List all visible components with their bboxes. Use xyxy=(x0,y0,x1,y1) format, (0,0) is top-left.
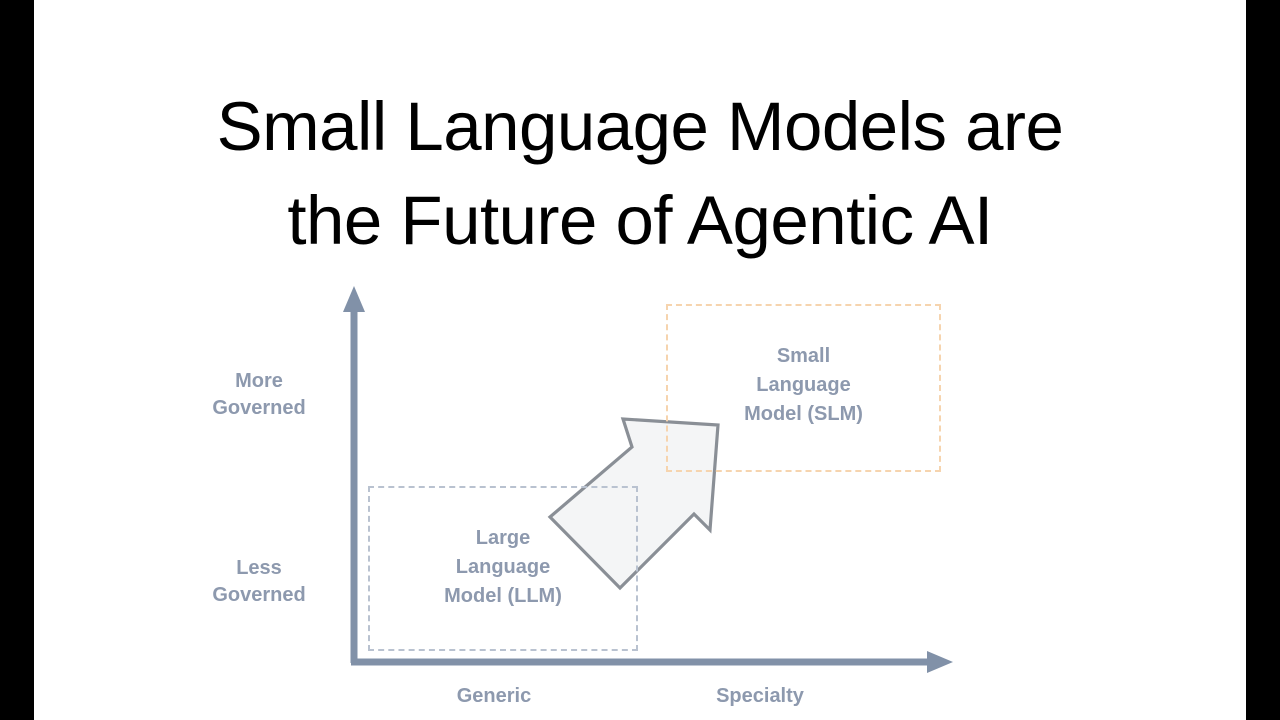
axis-label-specialty: Specialty xyxy=(716,685,804,707)
quadrant-label-llm: Large Language Model (LLM) xyxy=(444,527,562,607)
title-line-2: the Future of Agentic AI xyxy=(287,182,993,259)
title-line-1: Small Language Models are xyxy=(216,88,1064,165)
slide-canvas: Small Language Models are the Future of … xyxy=(34,0,1246,720)
quadrant-diagram: More Governed Less Governed Generic Spec… xyxy=(34,0,1246,720)
quadrant-box-slm: Small Language Model (SLM) xyxy=(666,304,941,472)
quadrant-box-llm: Large Language Model (LLM) xyxy=(368,486,638,651)
slide-title: Small Language Models are the Future of … xyxy=(34,80,1246,268)
y-axis-arrow xyxy=(343,286,365,663)
letterbox-bar-right xyxy=(1246,0,1280,720)
quadrant-label-slm: Small Language Model (SLM) xyxy=(744,345,863,425)
x-axis-arrow xyxy=(351,651,953,673)
axis-label-generic: Generic xyxy=(456,685,532,707)
letterbox-bar-left xyxy=(0,0,34,720)
transition-arrow-icon xyxy=(547,417,720,591)
axis-label-less-governed: Less Governed xyxy=(212,557,306,606)
axis-label-more-governed: More Governed xyxy=(212,370,306,419)
